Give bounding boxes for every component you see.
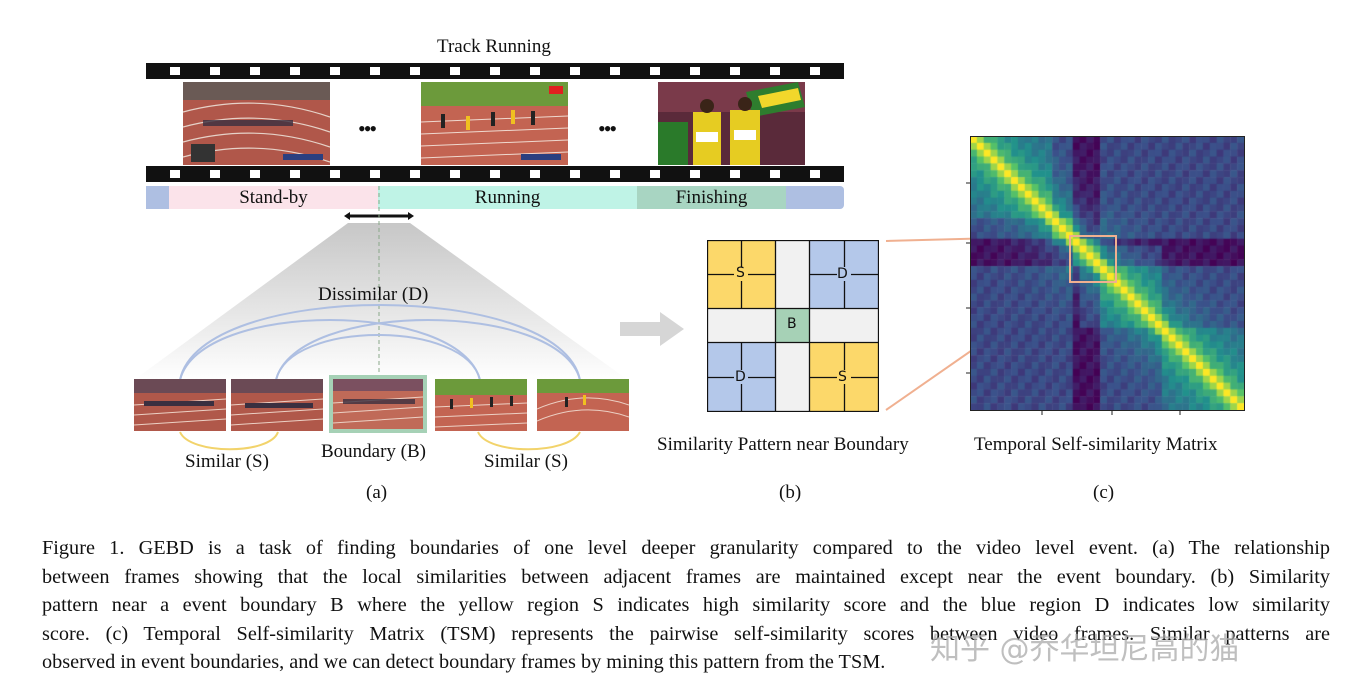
film-perforation	[770, 67, 780, 75]
similar-left-label: Similar (S)	[185, 451, 269, 472]
film-perforation	[410, 170, 420, 178]
film-perforation	[370, 67, 380, 75]
film-perforation	[250, 67, 260, 75]
film-perforation	[330, 170, 340, 178]
ellipsis-1: •••	[358, 116, 377, 141]
thumbnail-frame	[435, 379, 527, 431]
arrow-right-icon	[620, 312, 684, 346]
film-perforation	[530, 67, 540, 75]
film-perforation	[730, 67, 740, 75]
thumbnail-frame	[231, 379, 323, 431]
track-running-title: Track Running	[437, 36, 551, 57]
filmstrip-bottom	[146, 166, 844, 182]
film-perforation	[690, 170, 700, 178]
film-perforation	[810, 170, 820, 178]
film-perforation	[650, 67, 660, 75]
film-perforation	[170, 170, 180, 178]
cell-s-top: S	[736, 265, 745, 281]
tsm-zoom-box	[1069, 235, 1117, 283]
film-perforation	[370, 170, 380, 178]
segment-finishing: Finishing	[637, 186, 786, 209]
film-perforation	[490, 67, 500, 75]
film-perforation	[290, 67, 300, 75]
thumbnail-boundary-frame	[329, 375, 427, 433]
film-perforation	[450, 67, 460, 75]
film-perforation	[490, 170, 500, 178]
cell-b: B	[787, 316, 797, 332]
thumbnail-frame	[537, 379, 629, 431]
watermark: 知乎 @乔华坦尼高的猫	[930, 632, 1240, 667]
ellipsis-2: •••	[598, 116, 617, 141]
thumbnail-frame	[134, 379, 226, 431]
caption-line: score. (c) Temporal Self-similarity Matr…	[42, 622, 1330, 645]
caption-line: between frames showing that the local si…	[42, 565, 1330, 588]
cell-s-bottom: S	[838, 369, 847, 385]
film-perforation	[730, 170, 740, 178]
similar-arc-left	[179, 431, 279, 451]
film-perforation	[250, 170, 260, 178]
segment-standby: Stand-by	[169, 186, 378, 209]
dissimilar-label: Dissimilar (D)	[318, 284, 429, 305]
film-perforation	[610, 170, 620, 178]
similarity-pattern-grid	[707, 240, 879, 412]
caption-line: Figure 1. GEBD is a task of finding boun…	[42, 537, 1330, 559]
zoom-cone	[134, 223, 628, 380]
zoom-cone-diagram	[134, 186, 628, 451]
tsm-caption: Temporal Self-similarity Matrix	[974, 434, 1218, 455]
film-perforation	[690, 67, 700, 75]
boundary-label: Boundary (B)	[321, 441, 427, 462]
film-perforation	[170, 67, 180, 75]
film-perforation	[330, 67, 340, 75]
segment-edge-right	[786, 186, 844, 209]
similar-arc-right	[477, 431, 581, 451]
film-perforation	[570, 67, 580, 75]
film-perforation	[530, 170, 540, 178]
dissimilar-arc	[275, 334, 481, 381]
film-perforation	[450, 170, 460, 178]
similar-right-label: Similar (S)	[484, 451, 568, 472]
tsm-frame	[966, 136, 1245, 415]
film-perforation	[650, 170, 660, 178]
cell-d-top: D	[837, 266, 848, 282]
video-frame-finishing	[658, 82, 805, 165]
film-perforation	[410, 67, 420, 75]
film-perforation	[290, 170, 300, 178]
cell-d-bottom: D	[735, 369, 746, 385]
figure-caption: Figure 1. GEBD is a task of finding boun…	[42, 534, 1330, 677]
segment-edge-left	[146, 186, 169, 209]
dissimilar-arc	[275, 319, 581, 381]
video-frame-standby	[183, 82, 330, 165]
film-perforation	[570, 170, 580, 178]
segment-running: Running	[378, 186, 637, 209]
panel-a-label: (a)	[366, 482, 388, 503]
dissimilar-arc	[179, 319, 481, 381]
film-perforation	[610, 67, 620, 75]
video-frame-running	[421, 82, 568, 165]
caption-line: observed in event boundaries, and we can…	[42, 651, 886, 674]
similarity-pattern-caption: Similarity Pattern near Boundary	[657, 434, 909, 455]
caption-line: pattern near a event boundary B where th…	[42, 594, 1330, 617]
film-perforation	[210, 67, 220, 75]
film-perforation	[770, 170, 780, 178]
tsm-heatmap	[970, 136, 1244, 410]
film-perforation	[210, 170, 220, 178]
dissimilar-arc	[179, 304, 581, 381]
panel-c-label: (c)	[1093, 482, 1115, 503]
filmstrip-top	[146, 63, 844, 79]
film-perforation	[810, 67, 820, 75]
panel-b-label: (b)	[779, 482, 802, 503]
